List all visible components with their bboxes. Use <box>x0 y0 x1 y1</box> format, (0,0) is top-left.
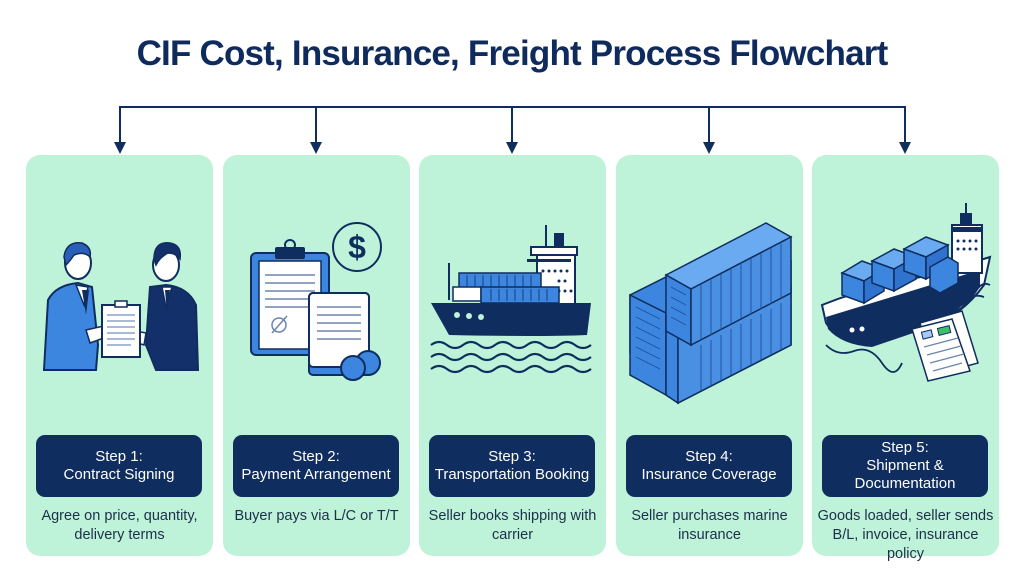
step-box-3: Step 3: Transportation Booking <box>429 435 595 497</box>
connector-arrow-1 <box>114 107 126 154</box>
step-description: Seller purchases marine insurance <box>631 508 788 543</box>
step-number: Step 3: <box>488 448 536 465</box>
connector-arrow-3 <box>506 107 518 154</box>
step-name: Shipment & Documentation <box>854 457 956 492</box>
connector-arrow-4 <box>703 107 715 154</box>
step-description: Agree on price, quantity, delivery terms <box>41 508 198 543</box>
cargo-ship-icon <box>430 225 592 374</box>
step-number: Step 5: <box>881 439 929 456</box>
step-card-3: Step 3: Transportation Booking Seller bo… <box>419 155 606 556</box>
flow-connectors <box>114 106 911 154</box>
step-box-4: Step 4: Insurance Coverage <box>626 435 792 497</box>
step-card-4: Step 4: Insurance Coverage Seller purcha… <box>616 155 803 556</box>
step-name: Transportation Booking <box>434 466 590 483</box>
step-number: Step 2: <box>292 448 340 465</box>
shipping-containers-icon <box>629 222 793 405</box>
handshake-contract-icon <box>42 242 200 371</box>
step-name: Payment Arrangement <box>241 466 391 483</box>
step-name: Insurance Coverage <box>641 466 777 483</box>
step-description: Seller books shipping with carrier <box>428 508 597 543</box>
ship-documents-icon <box>820 203 992 382</box>
step-box-1: Step 1: Contract Signing <box>36 435 202 497</box>
step-description: Buyer pays via L/C or T/T <box>234 508 399 524</box>
step-number: Step 1: <box>95 448 143 465</box>
payment-documents-icon: $ <box>250 222 382 381</box>
step-box-2: Step 2: Payment Arrangement <box>233 435 399 497</box>
step-description: Goods loaded, seller sends B/L, invoice,… <box>817 508 994 562</box>
step-card-2: $ Step 2: Payment Arrangement Buyer pays… <box>223 155 410 556</box>
step-name: Contract Signing <box>63 466 175 483</box>
page-title: CIF Cost, Insurance, Freight Process Flo… <box>136 34 889 73</box>
connector-arrow-5 <box>899 107 911 154</box>
step-number: Step 4: <box>685 448 733 465</box>
svg-text:$: $ <box>348 229 366 265</box>
step-card-1: Step 1: Contract Signing Agree on price,… <box>26 155 213 556</box>
step-card-5: Step 5: Shipment & Documentation Goods l… <box>812 155 999 562</box>
connector-arrow-2 <box>310 107 322 154</box>
step-box-5: Step 5: Shipment & Documentation <box>822 435 988 497</box>
